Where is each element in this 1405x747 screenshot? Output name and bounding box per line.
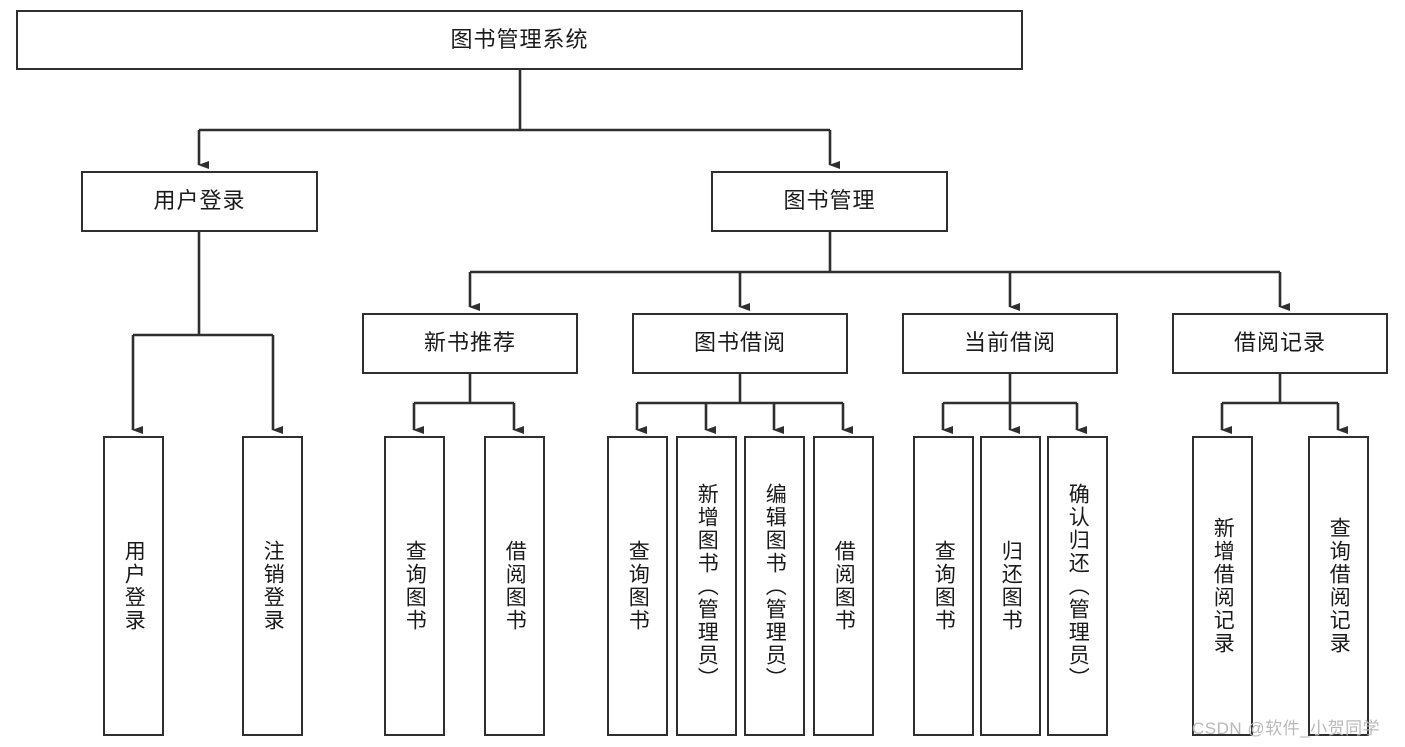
node-leaf-query-book-2[interactable]: 查询图书	[607, 436, 668, 736]
node-book-manage-label: 图书管理	[783, 188, 876, 214]
edges-user-login-to-leaves	[131, 232, 283, 434]
node-leaf-query-book-1[interactable]: 查询图书	[384, 436, 445, 736]
node-leaf-return-book[interactable]: 归还图书	[980, 436, 1041, 736]
node-leaf-user-login-label: 用户登录	[122, 540, 146, 632]
node-borrow-record[interactable]: 借阅记录	[1172, 313, 1388, 374]
node-leaf-query-book-3[interactable]: 查询图书	[913, 436, 974, 736]
node-leaf-add-book[interactable]: 新增图书（管理员）	[676, 436, 737, 736]
node-leaf-add-record[interactable]: 新增借阅记录	[1192, 436, 1253, 736]
node-leaf-query-record[interactable]: 查询借阅记录	[1308, 436, 1369, 736]
edges-new-book-rec-to-leaves	[412, 374, 524, 434]
node-borrow-record-label: 借阅记录	[1233, 330, 1326, 356]
edges-book-borrow-to-leaves	[635, 374, 853, 434]
node-leaf-borrow-book-1-label: 借阅图书	[503, 540, 527, 632]
node-leaf-query-book-1-label: 查询图书	[403, 540, 427, 632]
edges-root-to-level2	[197, 70, 840, 169]
node-current-borrow[interactable]: 当前借阅	[902, 313, 1118, 374]
edges-borrow-record-to-leaves	[1220, 374, 1348, 434]
node-book-borrow-label: 图书借阅	[693, 330, 786, 356]
node-book-manage[interactable]: 图书管理	[711, 171, 948, 232]
node-root[interactable]: 图书管理系统	[16, 10, 1023, 70]
node-leaf-edit-book[interactable]: 编辑图书（管理员）	[744, 436, 805, 736]
node-leaf-add-record-label: 新增借阅记录	[1211, 517, 1235, 655]
node-current-borrow-label: 当前借阅	[963, 330, 1056, 356]
node-leaf-add-book-label: 新增图书（管理员）	[695, 482, 719, 690]
node-leaf-confirm-return[interactable]: 确认归还（管理员）	[1047, 436, 1108, 736]
node-leaf-confirm-return-label: 确认归还（管理员）	[1066, 482, 1090, 690]
node-leaf-logout[interactable]: 注销登录	[242, 436, 303, 736]
node-leaf-user-login[interactable]: 用户登录	[103, 436, 164, 736]
node-book-borrow[interactable]: 图书借阅	[632, 313, 848, 374]
node-user-login-label: 用户登录	[153, 188, 246, 214]
edges-book-manage-to-level3	[468, 232, 1290, 311]
node-leaf-borrow-book-2[interactable]: 借阅图书	[813, 436, 874, 736]
node-leaf-logout-label: 注销登录	[261, 540, 285, 632]
node-leaf-query-record-label: 查询借阅记录	[1327, 517, 1351, 655]
edges-current-borrow-to-leaves	[941, 374, 1087, 434]
node-leaf-query-book-3-label: 查询图书	[932, 540, 956, 632]
node-new-book-rec-label: 新书推荐	[423, 330, 516, 356]
node-leaf-return-book-label: 归还图书	[999, 540, 1023, 632]
node-new-book-rec[interactable]: 新书推荐	[362, 313, 578, 374]
node-leaf-query-book-2-label: 查询图书	[626, 540, 650, 632]
node-root-label: 图书管理系统	[450, 26, 589, 52]
node-leaf-edit-book-label: 编辑图书（管理员）	[763, 482, 787, 690]
csdn-watermark: CSDN @软件_小贺同学	[1192, 719, 1381, 738]
node-leaf-borrow-book-1[interactable]: 借阅图书	[484, 436, 545, 736]
node-user-login[interactable]: 用户登录	[81, 171, 318, 232]
node-leaf-borrow-book-2-label: 借阅图书	[832, 540, 856, 632]
